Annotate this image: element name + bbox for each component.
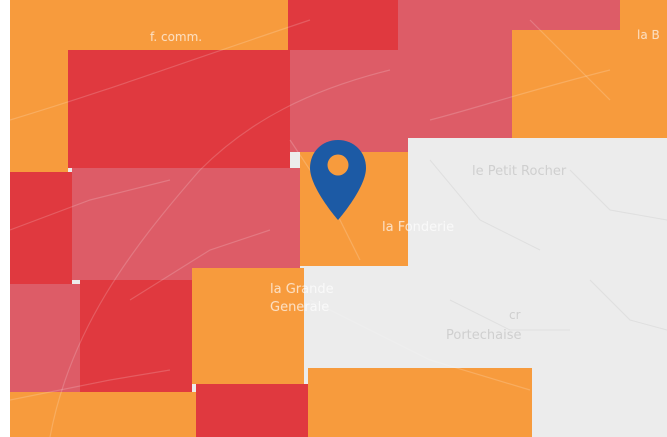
heat-tile — [532, 368, 667, 437]
map-view[interactable]: f. comm. la B le Petit Rocher la Fonderi… — [10, 0, 667, 437]
heat-tile — [80, 280, 192, 392]
heat-tile — [290, 50, 512, 152]
place-label-la-grande-generale-line2: Generale — [270, 300, 330, 315]
place-label-portechaise: Portechaise — [446, 328, 522, 343]
heat-tile — [620, 0, 667, 30]
heat-tile — [304, 266, 667, 368]
heat-tile — [10, 172, 72, 284]
heat-tile — [398, 30, 512, 52]
heat-tile — [408, 138, 667, 266]
heat-tile — [192, 268, 304, 384]
place-label-la-grande-generale-line1: la Grande — [270, 282, 334, 297]
heat-tile — [10, 0, 288, 50]
place-label-f-comm: f. comm. — [150, 30, 203, 44]
heat-tile — [398, 0, 620, 30]
heat-tile — [10, 284, 80, 392]
heat-tile — [10, 50, 68, 172]
place-label-la-fonderie: la Fonderie — [382, 220, 455, 235]
heat-tile — [10, 392, 196, 437]
heat-tile — [512, 30, 667, 138]
map-pin-icon[interactable] — [307, 138, 369, 222]
heat-tile — [72, 168, 300, 280]
heat-tile — [308, 368, 532, 437]
heat-tile — [196, 384, 308, 437]
place-label-la-b: la B — [637, 28, 660, 42]
heat-tile — [68, 50, 290, 168]
place-label-le-petit-rocher: le Petit Rocher — [472, 164, 567, 179]
heat-tile — [288, 0, 398, 50]
place-label-cr: cr — [509, 308, 521, 322]
